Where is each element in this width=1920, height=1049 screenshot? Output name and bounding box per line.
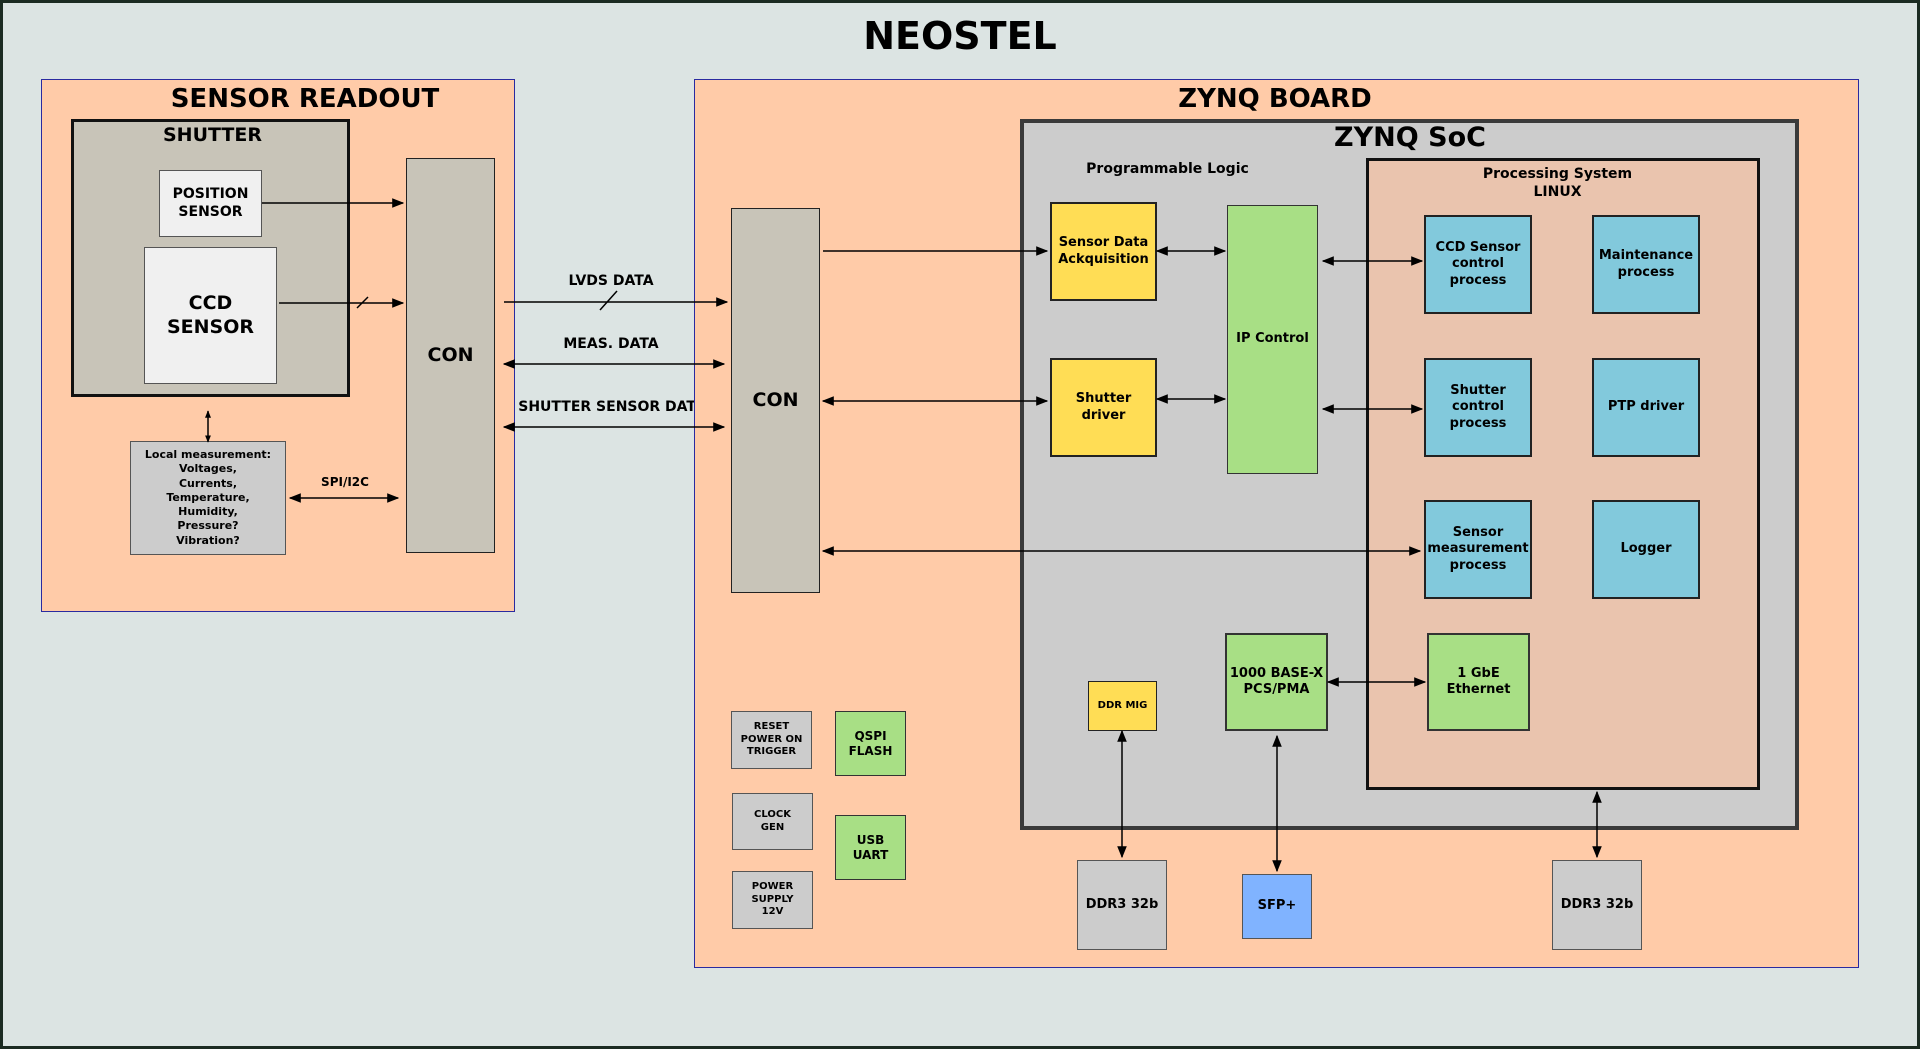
shutter-title: SHUTTER [163,124,262,146]
sensor-data-acquisition: Sensor Data Ackquisition [1050,202,1157,301]
position-sensor: POSITION SENSOR [159,170,262,237]
reset-power-on-trigger: RESET POWER ON TRIGGER [731,711,812,769]
gbe-ethernet: 1 GbE Ethernet [1427,633,1530,731]
page-title: NEOSTEL [863,14,1057,58]
bus-slash-lvds [599,290,618,311]
lvds-data-label: LVDS DATA [568,273,654,289]
programmable-logic-title: Programmable Logic [1086,161,1249,177]
ddr-mig: DDR MIG [1088,681,1157,731]
shutter-sensor-data-label: SHUTTER SENSOR DATA [518,399,706,415]
shutter-driver: Shutter driver [1050,358,1157,457]
sensor-readout-con: CON [406,158,495,553]
power-supply: POWER SUPPLY 12V [732,871,813,929]
ptp-driver: PTP driver [1592,358,1700,457]
ccd-sensor-control-process: CCD Sensor control process [1424,215,1532,314]
spi-i2c-label: SPI/I2C [321,475,369,489]
ip-control: IP Control [1227,205,1318,474]
ddr3-left: DDR3 32b [1077,860,1167,950]
clock-gen: CLOCK GEN [732,793,813,850]
shutter-control-process: Shutter control process [1424,358,1532,457]
qspi-flash: QSPI FLASH [835,711,906,776]
processing-system-title: Processing System LINUX [1482,166,1633,201]
sensor-readout-title: SENSOR READOUT [170,84,440,114]
sensor-measurement-process: Sensor measurement process [1424,500,1532,599]
sfp-plus: SFP+ [1242,874,1312,939]
zynq-board-title: ZYNQ BOARD [1178,84,1372,114]
local-measurement-box: Local measurement: Voltages, Currents, T… [130,441,286,555]
ddr3-right: DDR3 32b [1552,860,1642,950]
maintenance-process: Maintenance process [1592,215,1700,314]
logger: Logger [1592,500,1700,599]
bus-slash-ccd [356,296,369,309]
meas-data-label: MEAS. DATA [563,336,659,352]
ccd-sensor: CCD SENSOR [144,247,277,384]
usb-uart: USB UART [835,815,906,880]
zynq-board-con: CON [731,208,820,593]
zynq-soc-title: ZYNQ SoC [1334,122,1486,153]
